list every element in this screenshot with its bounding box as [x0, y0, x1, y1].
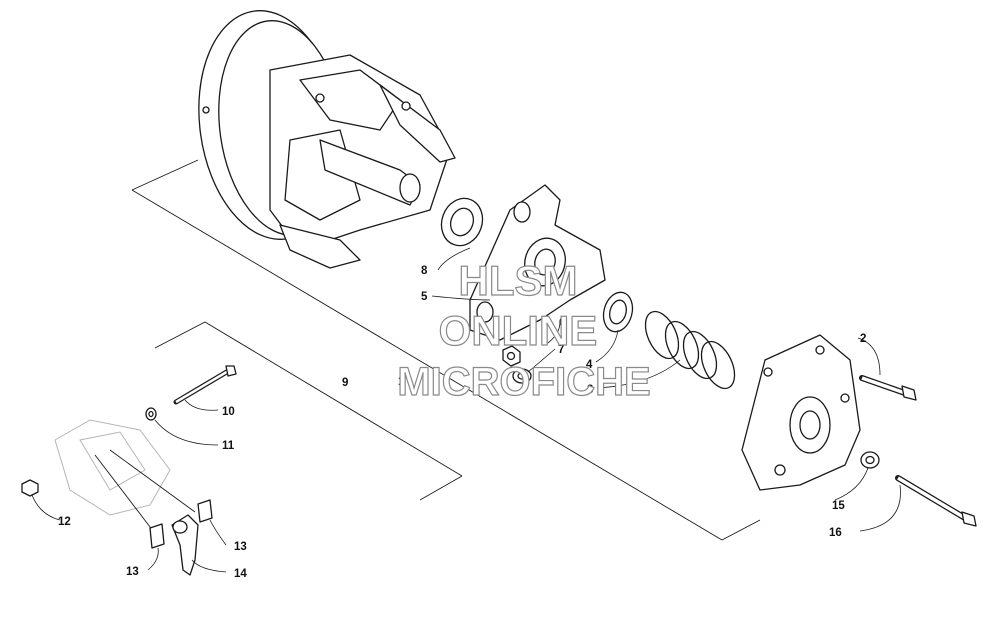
- callout-5: 5: [421, 291, 428, 303]
- assembly-bracket-9: [154, 321, 463, 501]
- callout-2: 2: [860, 333, 866, 345]
- callout-16: 16: [829, 527, 842, 539]
- nut-icon: [502, 345, 521, 367]
- callout-6: 6: [559, 317, 565, 329]
- callout-7: 7: [558, 344, 564, 356]
- watermark-line-2: ONLINE: [439, 307, 598, 354]
- callout-10: 10: [222, 406, 235, 418]
- callout-1: 1: [398, 376, 405, 388]
- callout-8: 8: [421, 265, 428, 277]
- washer-icon: [860, 451, 880, 469]
- drive-clutch-sheave-icon: [198, 10, 456, 269]
- assembly-bracket-1: [131, 159, 761, 541]
- arm-assembly-ghost: [54, 419, 196, 541]
- bolt-icon: [895, 475, 977, 527]
- plate-icon: [149, 499, 213, 549]
- leader-lines: [31, 247, 901, 573]
- roller-weight-icon: [171, 514, 199, 576]
- clutch-cover-icon: [741, 334, 861, 491]
- callout-15: 15: [832, 500, 845, 512]
- watermark: HLSM ONLINE MICROFICHE: [397, 256, 652, 404]
- watermark-line-1: HLSM: [459, 257, 578, 304]
- bolt-icon: [859, 375, 917, 401]
- watermark-line-3: MICROFICHE: [397, 360, 650, 404]
- callout-11: 11: [222, 440, 235, 452]
- pin-icon: [173, 365, 237, 405]
- washer-icon: [145, 407, 157, 421]
- callout-14: 14: [234, 568, 247, 580]
- spider-arm-icon: [469, 184, 606, 341]
- small-washer-icon: [512, 368, 532, 384]
- callout-3: 3: [587, 384, 593, 396]
- washer-icon: [440, 197, 484, 247]
- callout-12: 12: [58, 516, 71, 528]
- callout-4: 4: [586, 359, 593, 371]
- callout-9: 9: [342, 377, 348, 389]
- callout-labels: 1 2 3 4 5 6 7 8 9 10 11 12 13 13 14 15 1…: [58, 265, 866, 580]
- coil-spring-icon: [644, 310, 736, 390]
- nut-icon: [21, 479, 39, 497]
- callout-13-upper: 13: [234, 541, 247, 553]
- callout-13-lower: 13: [126, 566, 139, 578]
- bushing-icon: [602, 291, 634, 333]
